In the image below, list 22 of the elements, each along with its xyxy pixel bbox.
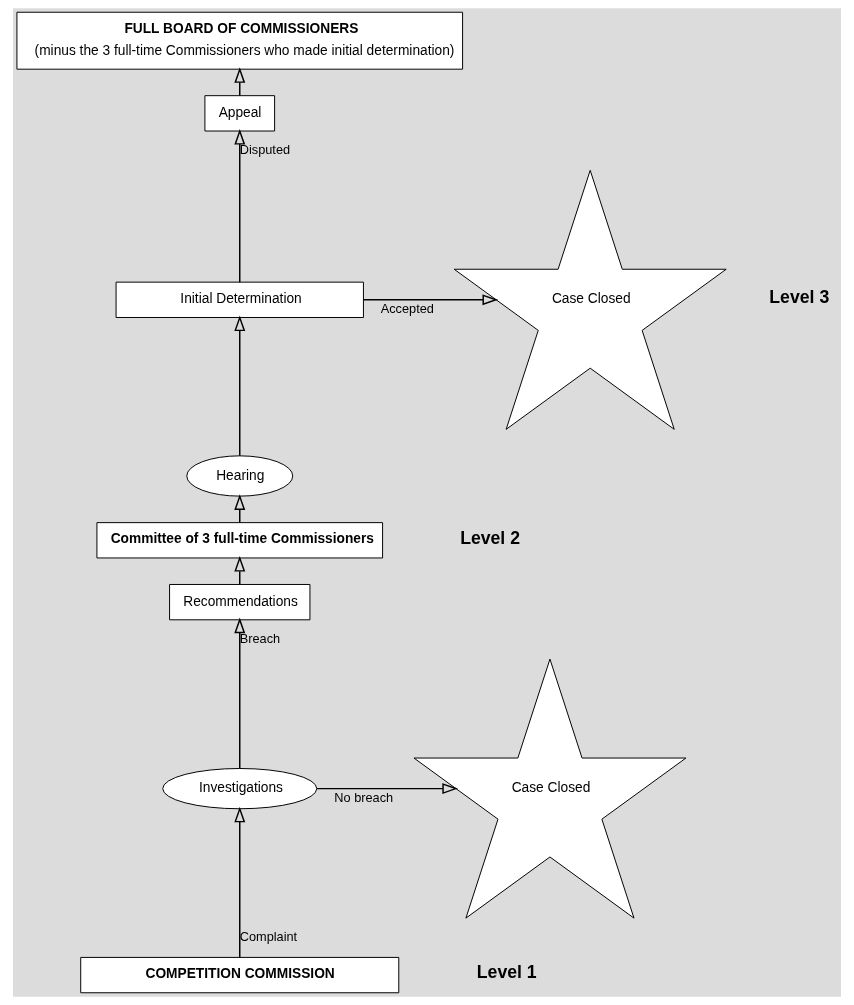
node-ellipse: Hearing: [186, 455, 294, 497]
edge-label: Accepted: [380, 300, 434, 316]
edge-label: No breach: [334, 789, 394, 805]
arrow: [234, 128, 246, 283]
edge-label: Complaint: [239, 929, 298, 945]
label: Level 2: [460, 527, 520, 548]
node-box: Appeal: [204, 95, 276, 132]
arrow: [234, 617, 246, 769]
node-box: COMPETITION COMMISSION: [80, 956, 400, 994]
arrow: [234, 315, 246, 457]
node-box: Recommendations: [169, 584, 311, 621]
edge-label: Disputed: [239, 141, 291, 157]
edge-label: Breach: [239, 630, 281, 646]
label: Level 1: [476, 962, 537, 983]
node-ellipse: Investigations: [162, 768, 318, 810]
arrow: [316, 783, 459, 795]
node-box: Initial Determination: [115, 281, 364, 318]
label: Level 3: [769, 287, 830, 308]
arrow: [362, 294, 499, 306]
node-box: Committee of 3 full-time Commissioners: [96, 522, 384, 559]
arrow: [234, 806, 246, 959]
node-box: FULL BOARD OF COMMISSIONERS (minus the 3 full-time Commissioners who made initial determination): [16, 11, 464, 70]
